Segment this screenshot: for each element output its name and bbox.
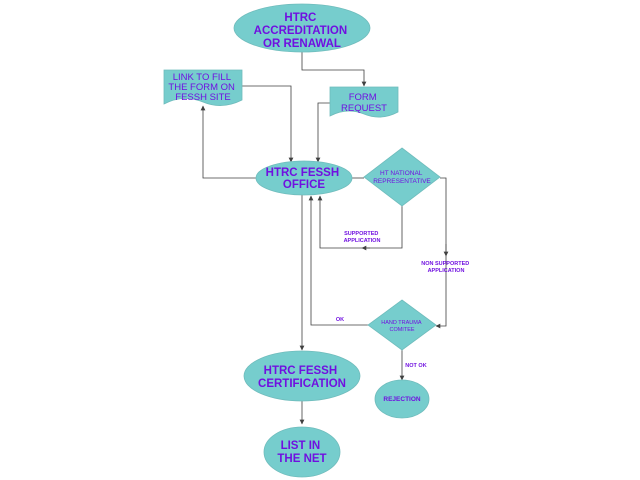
node-fessh-office[interactable]: HTRC FESSH OFFICE — [255, 160, 353, 196]
node-fessh-office-line-1: HTRC FESSH — [266, 167, 339, 179]
node-link-form-line-1: LINK TO FILL — [173, 72, 231, 83]
edge-label-supported-line-1: SUPPORTED — [344, 231, 378, 237]
node-accreditation-line-3: OR RENAWAL — [263, 38, 341, 50]
node-accreditation-line-2: ACCREDITATION — [254, 25, 347, 37]
edge-label-non-supported: NON SUPPORTED APPLICATION — [421, 261, 471, 274]
edge-label-not-ok: NOT OK — [405, 363, 426, 369]
edge-label-ok: OK — [336, 317, 344, 323]
node-certification[interactable]: HTRC FESSH CERTIFICATION — [243, 350, 361, 402]
node-hand-trauma-line-2: COMITEE — [389, 327, 414, 333]
svg-text:HTRC ACCREDITATION: HTRC ACCREDITATION OR RENAWAL — [254, 12, 351, 50]
edge-accreditation-to-form-request — [301, 52, 367, 87]
edge-national-rep-non-supported — [435, 177, 447, 329]
node-national-rep-line-2: REPRESENTATIVE — [373, 178, 431, 185]
edge-label-non-supported-line-2: APPLICATION — [428, 268, 465, 274]
node-list-net-line-2: THE NET — [277, 453, 326, 465]
node-list-net-line-1: LIST IN — [281, 440, 321, 452]
node-hand-trauma-line-1: HAND TRAUMA — [381, 320, 422, 326]
node-rejection-line-1: REJECTION — [383, 396, 421, 403]
edges — [200, 52, 449, 425]
svg-text:HT NATIONAL REPRESENTATI: HT NATIONAL REPRESENTATIVE — [373, 170, 431, 185]
node-list-net[interactable]: LIST IN THE NET — [263, 426, 341, 478]
svg-text:HTRC FESSH CERTIFICATION: HTRC FESSH CERTIFICATION — [258, 365, 346, 390]
node-accreditation-line-1: HTRC — [284, 12, 316, 24]
edge-national-rep-supported — [317, 195, 403, 249]
edge-hand-trauma-ok — [308, 195, 368, 326]
node-link-form-line-3: FESSH SITE — [175, 92, 230, 103]
node-accreditation[interactable]: HTRC ACCREDITATION OR RENAWAL — [233, 3, 371, 53]
node-rejection[interactable]: REJECTION — [374, 379, 430, 419]
node-form-request-line-1: FORM — [349, 92, 377, 103]
node-fessh-office-line-2: OFFICE — [283, 179, 325, 191]
node-hand-trauma[interactable]: HAND TRAUMA COMITEE — [367, 299, 437, 351]
svg-text:LIST IN THE NET: LIST IN THE NET — [277, 440, 326, 465]
edge-label-non-supported-line-1: NON SUPPORTED — [421, 261, 469, 267]
edge-link-form-to-office — [242, 85, 294, 163]
node-certification-line-2: CERTIFICATION — [258, 378, 346, 390]
node-national-rep[interactable]: HT NATIONAL REPRESENTATIVE — [363, 147, 441, 207]
edge-form-request-to-office — [315, 102, 330, 163]
svg-text:HTRC FESSH OFFICE: HTRC FESSH OFFICE — [266, 167, 343, 191]
svg-text:HAND TRAUMA COMITEE: HAND TRAUMA COMITEE — [381, 320, 422, 333]
svg-text:LINK TO FILL THE FORM ON: LINK TO FILL THE FORM ON FESSH SITE — [168, 72, 237, 103]
edge-office-to-link-form — [200, 105, 256, 179]
svg-text:FORM REQUEST: FORM REQUEST — [341, 92, 387, 114]
node-link-form-line-2: THE FORM ON — [168, 82, 235, 93]
node-form-request-line-2: REQUEST — [341, 103, 387, 114]
node-national-rep-line-1: HT NATIONAL — [380, 170, 423, 177]
node-link-form[interactable]: LINK TO FILL THE FORM ON FESSH SITE — [163, 69, 243, 106]
edge-label-supported-line-2: APPLICATION — [344, 238, 381, 244]
node-form-request[interactable]: FORM REQUEST — [329, 86, 399, 118]
edge-label-supported: SUPPORTED APPLICATION — [344, 231, 381, 244]
node-certification-line-1: HTRC FESSH — [264, 365, 337, 377]
svg-text:REJECTION: REJECTION — [383, 396, 421, 403]
